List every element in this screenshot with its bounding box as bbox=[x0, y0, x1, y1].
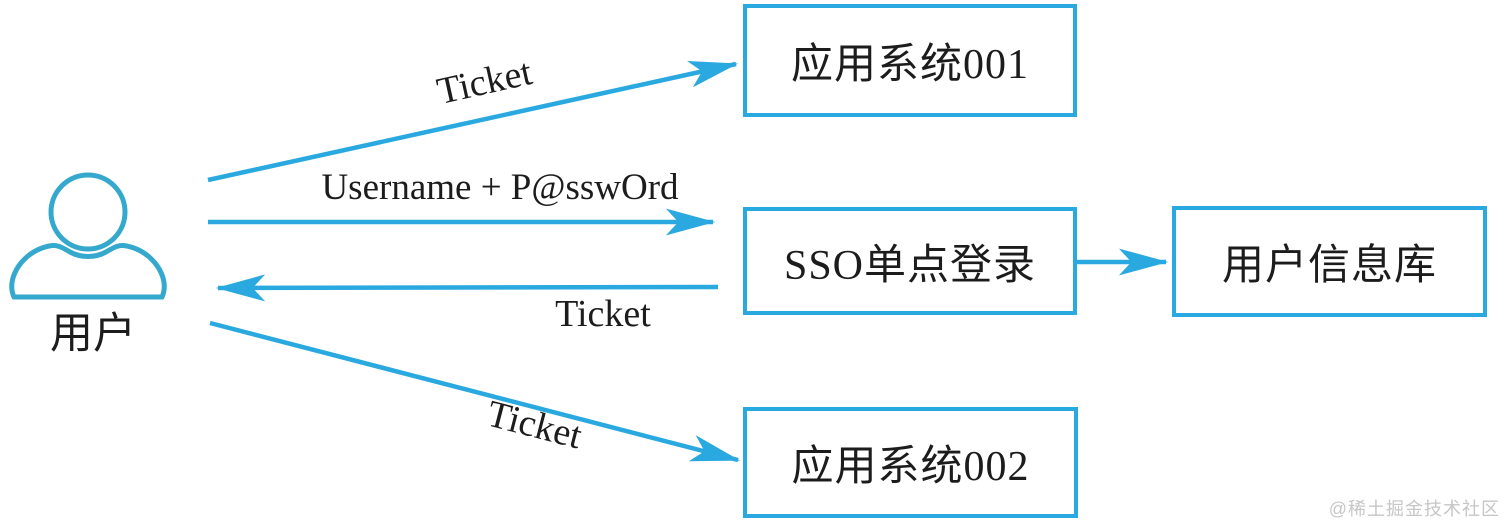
user-icon bbox=[9, 172, 167, 300]
user-icon-body bbox=[9, 242, 167, 300]
node-app-system-001-label: 应用系统001 bbox=[790, 42, 1029, 88]
node-app-system-001: 应用系统001 bbox=[743, 4, 1077, 117]
arrow-user-to-app1 bbox=[207, 60, 739, 183]
node-app-system-002-label: 应用系统002 bbox=[791, 444, 1030, 490]
node-user-info-db-label: 用户信息库 bbox=[1221, 243, 1437, 289]
user-label: 用户 bbox=[50, 311, 136, 358]
edge-label-credentials: Username + P@sswOrd bbox=[321, 167, 679, 208]
arrow-user-to-app2 bbox=[209, 320, 741, 463]
node-sso-login-label: SSO单点登录 bbox=[783, 242, 1037, 289]
node-user-info-db: 用户信息库 bbox=[1172, 206, 1487, 317]
node-app-system-002: 应用系统002 bbox=[743, 407, 1078, 518]
watermark: @稀土掘金技术社区 bbox=[1328, 499, 1500, 519]
arrow-sso-to-user bbox=[215, 274, 719, 302]
node-sso-login: SSO单点登录 bbox=[743, 207, 1077, 315]
user-icon-head bbox=[48, 172, 128, 252]
edge-label-ticket-return: Ticket bbox=[555, 293, 651, 335]
